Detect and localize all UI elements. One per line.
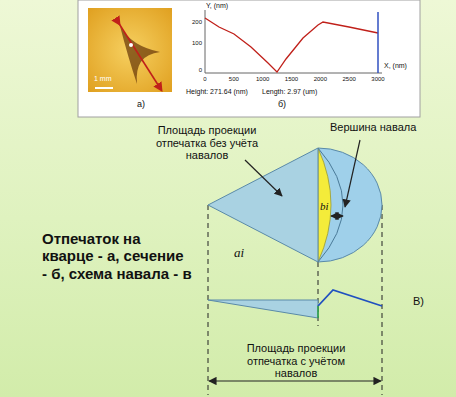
axis-title: Y, (nm) <box>206 2 228 10</box>
tick-label: 1500 <box>285 76 298 83</box>
y-axis <box>205 10 206 73</box>
tick-label: 3000 <box>371 76 384 83</box>
tick-label: 200 <box>192 19 202 26</box>
dimension-arrow <box>331 215 343 216</box>
leader-line <box>245 160 282 196</box>
panel-letter: а) <box>137 99 145 109</box>
tick-label: 100 <box>192 40 202 47</box>
dimension-arrow <box>209 380 381 381</box>
cursor-line <box>377 12 379 73</box>
crest-line <box>318 148 343 262</box>
indent-triangle <box>208 148 318 262</box>
tick-label: 0 <box>203 76 206 83</box>
tick-label: 0 <box>199 67 202 74</box>
dimension-label: ai <box>234 246 244 261</box>
axis-title: X, (nm) <box>384 62 407 70</box>
tick-label: 2500 <box>342 76 355 83</box>
profile-curve <box>205 18 378 72</box>
panel-letter: б) <box>278 99 286 109</box>
tick-label: 2000 <box>314 76 327 83</box>
section-wedge <box>208 300 318 318</box>
chart-info: Height: 271.64 (nm) <box>186 88 248 96</box>
x-axis <box>205 73 382 74</box>
crescent <box>318 148 331 262</box>
section-line <box>118 22 160 88</box>
section-edge <box>317 306 319 318</box>
tick-label: 1000 <box>256 76 269 83</box>
area-label: Площадь проекции отпечатка без учёта нав… <box>138 124 276 162</box>
tick-label: 500 <box>229 76 239 83</box>
scale-label: 1 mm <box>94 75 112 83</box>
section-profile <box>318 290 382 306</box>
panel-letter: В) <box>413 295 424 308</box>
afm-image <box>88 8 172 92</box>
guide-line <box>382 205 383 395</box>
heading-note: Отпечаток на кварце - а, сечение - б, сх… <box>42 230 192 282</box>
area-label: Вершина навала <box>330 121 416 134</box>
chart-info: Length: 2.97 (um) <box>262 88 317 96</box>
scale-bar <box>95 87 113 89</box>
pileup-region <box>318 148 382 262</box>
leader-line <box>345 140 360 207</box>
guide-line <box>318 262 319 326</box>
dimension-label: bi <box>320 200 329 213</box>
figure-panel <box>78 0 420 117</box>
area-label: Площадь проекции отпечатка с учётом нава… <box>226 342 366 380</box>
center-dot <box>129 43 133 47</box>
